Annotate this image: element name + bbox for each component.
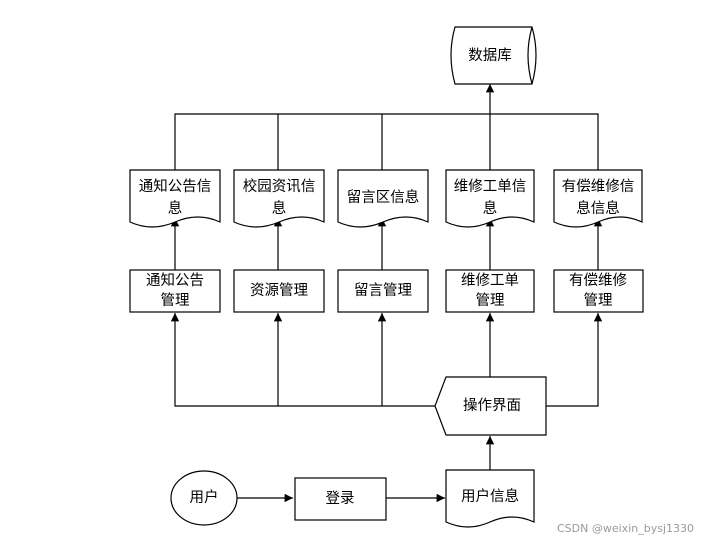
login-label: 登录: [326, 490, 355, 507]
database-label: 数据库: [468, 47, 512, 64]
doc-repair-line2: 息: [483, 200, 498, 217]
user-info-doc: 用户信息: [445, 469, 535, 528]
mgr-repair: 维修工单 管理: [445, 269, 535, 313]
mgr-notice-line2: 管理: [161, 292, 190, 309]
doc-notice-line1: 通知公告信: [139, 178, 212, 195]
doc-repair-line1: 维修工单信: [454, 178, 527, 195]
mgr-message-line1: 留言管理: [354, 282, 412, 299]
user-node: 用户: [170, 470, 238, 526]
doc-repair: 维修工单信 息: [445, 169, 535, 228]
doc-campus: 校园资讯信 息: [233, 169, 325, 228]
mgr-paid-line1: 有偿维修: [569, 272, 627, 289]
doc-message: 留言区信息: [337, 169, 429, 228]
doc-paid-line1: 有偿维修信: [562, 178, 635, 195]
doc-notice-line2: 息: [168, 200, 183, 217]
doc-paid: 有偿维修信 息信息: [553, 169, 643, 228]
doc-paid-line2: 息信息: [576, 200, 620, 217]
mgr-notice-line1: 通知公告: [146, 272, 204, 289]
mgr-message: 留言管理: [337, 269, 429, 313]
operation-interface: 操作界面: [434, 376, 547, 436]
user-label: 用户: [190, 489, 219, 506]
doc-message-line1: 留言区信息: [347, 189, 420, 206]
mgr-paid: 有偿维修 管理: [553, 269, 644, 313]
connectors: [170, 84, 603, 503]
mgr-notice: 通知公告 管理: [129, 269, 221, 313]
mgr-repair-line2: 管理: [476, 292, 505, 309]
mgr-repair-line1: 维修工单: [461, 272, 519, 289]
doc-bus-line: [174, 113, 599, 174]
arrow-ui-paid: [546, 313, 603, 407]
doc-campus-line2: 息: [272, 200, 287, 217]
mgr-resource: 资源管理: [233, 269, 325, 313]
mgr-paid-line2: 管理: [584, 292, 613, 309]
user-info-label: 用户信息: [461, 488, 519, 505]
login-node: 登录: [294, 477, 387, 521]
doc-campus-line1: 校园资讯信: [243, 178, 316, 195]
mgr-resource-line1: 资源管理: [250, 282, 308, 299]
database-node: 数据库: [450, 26, 537, 85]
watermark: CSDN @weixin_bysj1330: [557, 522, 694, 535]
operation-interface-label: 操作界面: [463, 397, 521, 414]
doc-notice: 通知公告信 息: [129, 169, 221, 228]
arrow-ui-notice: [170, 313, 435, 407]
